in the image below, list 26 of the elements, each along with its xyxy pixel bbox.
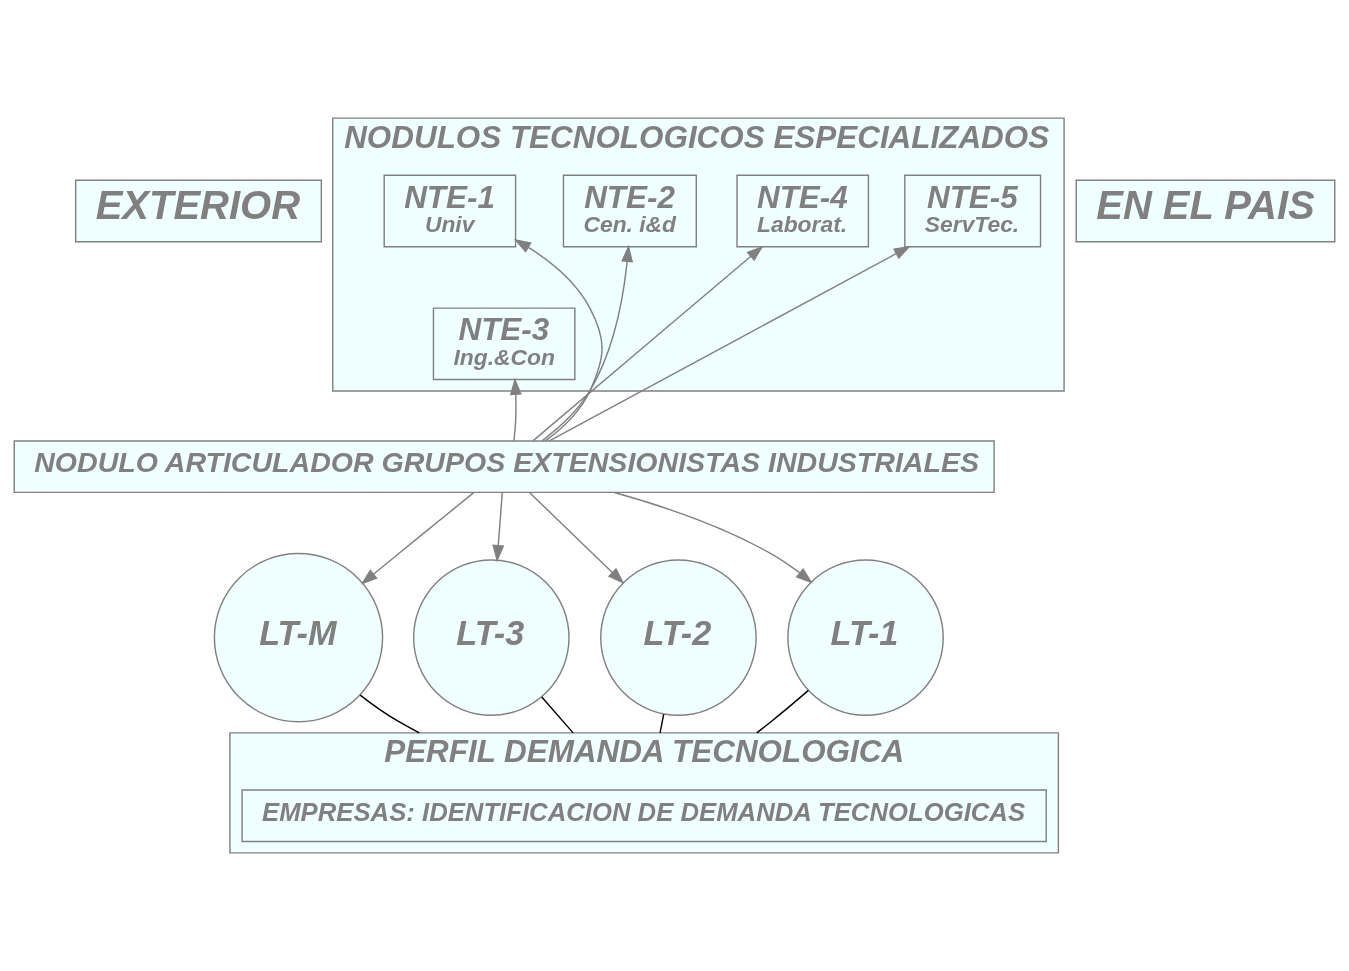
node-box: NODULO ARTICULADOR GRUPOS EXTENSIONISTAS INDUSTRIALES [13,440,995,494]
node-box: EMPRESAS: IDENTIFICACION DE DEMANDA TECNOLOGICAS [241,789,1047,843]
node-circle: LT-2 [600,559,757,717]
node-box: NTE-1 Univ [383,174,517,248]
arrow [548,245,911,442]
arrow [360,491,475,585]
arrow [532,245,764,442]
arrow [528,491,625,585]
node-circle: LT-3 [412,559,570,717]
connector [756,689,810,734]
arrow [613,491,813,584]
node-box: NTE-3 Ing.&Con [432,307,576,381]
node-box: NTE-2 Cen. i&d [562,174,697,248]
connector [659,713,665,734]
arrow [492,491,505,563]
connector [541,696,574,734]
node-box: NTE-5 ServTec. [904,174,1042,248]
node-box: EN EL PAIS [1075,179,1336,243]
arrow [509,377,522,442]
node-box: NTE-4 Laborat. [736,174,870,248]
node-box: EXTERIOR [74,179,323,243]
arrow [541,244,634,442]
node-circle: LT-1 [787,559,944,717]
node-circle: LT-M [213,552,384,723]
arrow [513,239,603,442]
connector [359,694,420,734]
